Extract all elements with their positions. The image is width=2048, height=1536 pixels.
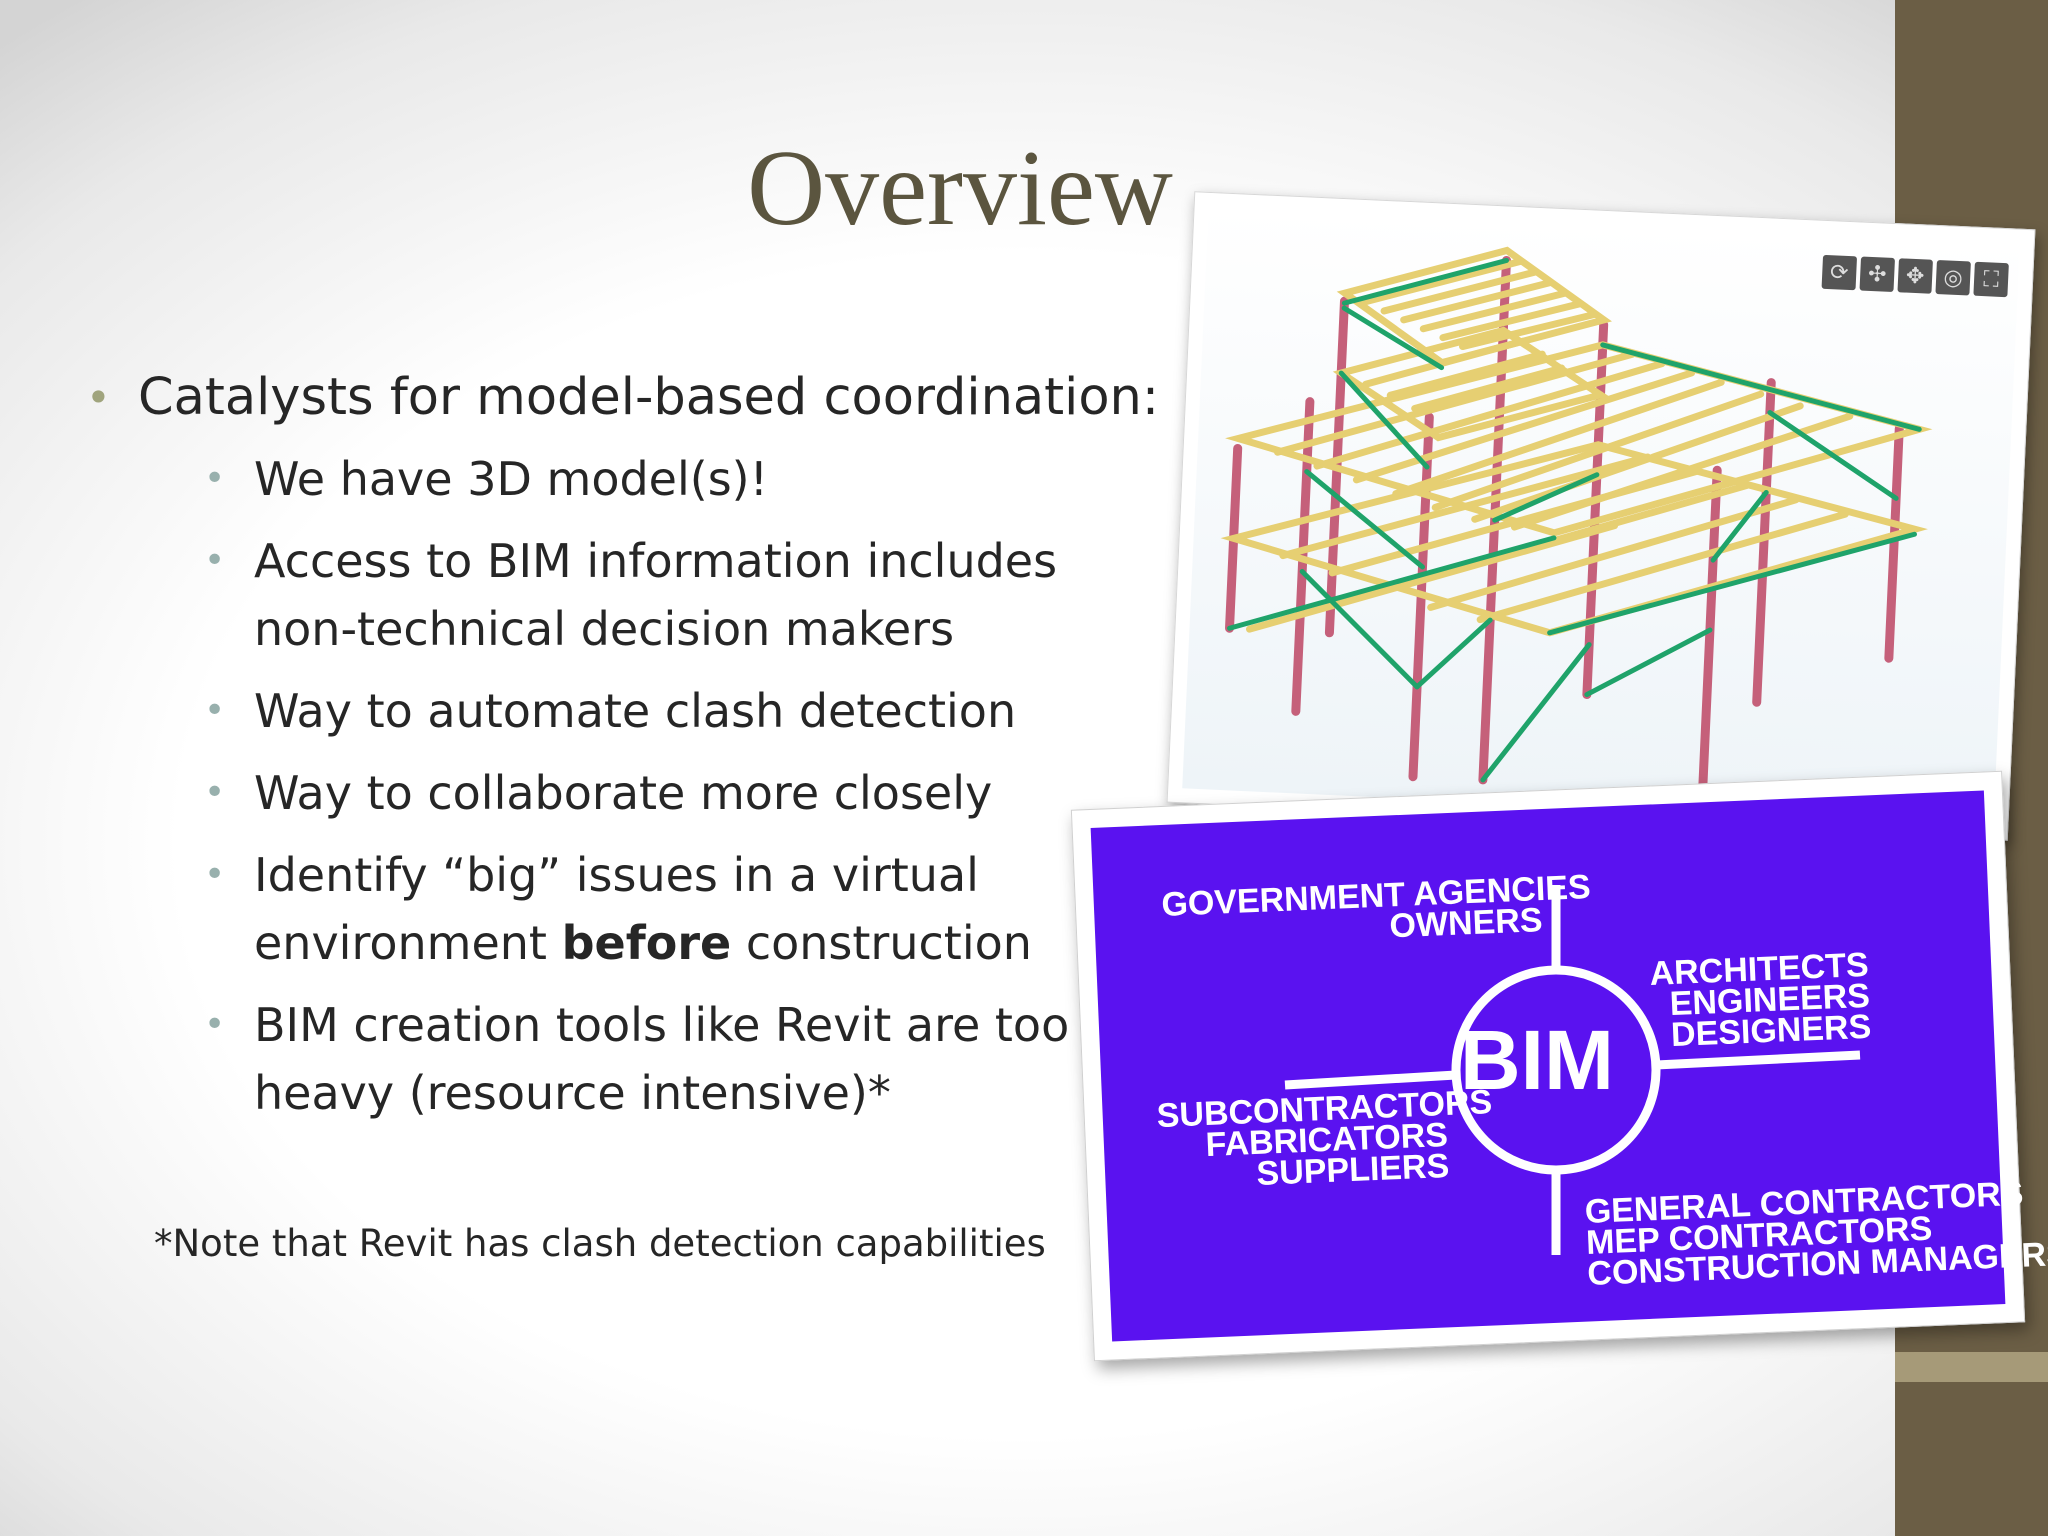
fullscreen-icon[interactable]: ⛶ — [1973, 261, 2009, 298]
bullet-dot: • — [204, 854, 226, 895]
side-accent-band — [1895, 1352, 2048, 1382]
move-icon[interactable]: ✥ — [1897, 258, 1933, 294]
sub-bullet-text: Access to BIM information includes non-t… — [254, 534, 1058, 656]
bullet-dot: • — [204, 458, 226, 499]
bim-center-label: BIM — [1460, 1013, 1614, 1107]
footnote: *Note that Revit has clash detection cap… — [154, 1222, 1046, 1265]
look-icon[interactable]: ◎ — [1935, 259, 1971, 296]
pan-icon[interactable]: ✣ — [1859, 256, 1896, 293]
bim-group-designers: ARCHITECTS ENGINEERS DESIGNERS — [1618, 946, 1872, 1054]
sub-bullet-text: Way to collaborate more closely — [254, 766, 993, 820]
sub-bullet-text: Way to automate clash detection — [254, 684, 1017, 738]
bullet-dot: • — [204, 1004, 226, 1045]
steel-frame-drawing — [1220, 246, 1933, 795]
issues-text-end: construction — [731, 916, 1032, 970]
bullet-list: • Catalysts for model-based coordination… — [86, 365, 1186, 1141]
sub-bullet: • Way to automate clash detection — [204, 677, 1154, 745]
bullet-dot: • — [204, 690, 226, 731]
bullet-dot: • — [204, 772, 226, 813]
bim-group-contractors: GENERAL CONTRACTORS MEP CONTRACTORS CONS… — [1584, 1175, 2048, 1293]
sub-bullet-text: BIM creation tools like Revit are too he… — [254, 998, 1070, 1120]
model-viewport: ⟳ ✣ ✥ ◎ ⛶ — [1182, 206, 2020, 826]
sub-bullet: • BIM creation tools like Revit are too h… — [204, 991, 1154, 1127]
orbit-icon[interactable]: ⟳ — [1821, 254, 1858, 291]
sub-bullet: • Way to collaborate more closely — [204, 759, 1154, 827]
sub-bullet: • We have 3D model(s)! — [204, 445, 1154, 513]
steel-model-image: ⟳ ✣ ✥ ◎ ⛶ — [1166, 191, 2036, 841]
issues-text-start: Identify “big” issues in a virtual envir… — [254, 848, 979, 970]
bim-group-owners: GOVERNMENT AGENCIES OWNERS — [1161, 868, 1592, 952]
bullet-dot: • — [204, 540, 226, 581]
sub-bullet-text: We have 3D model(s)! — [254, 452, 769, 506]
slide-title: Overview — [747, 129, 1173, 248]
main-bullet: • Catalysts for model-based coordination… — [86, 365, 1186, 431]
bim-group-subcontractors: SUBCONTRACTORS FABRICATORS SUPPLIERS — [1156, 1083, 1493, 1194]
main-bullet-text: Catalysts for model-based coordination: — [138, 368, 1160, 427]
sub-bullet: • Access to BIM information includes non-… — [204, 527, 1154, 663]
sub-bullet-text: Identify “big” issues in a virtual envir… — [254, 848, 1032, 970]
sub-bullet: • Identify “big” issues in a virtual envi… — [204, 841, 1154, 977]
bullet-dot: • — [86, 373, 111, 422]
issues-text-bold: before — [561, 916, 732, 970]
